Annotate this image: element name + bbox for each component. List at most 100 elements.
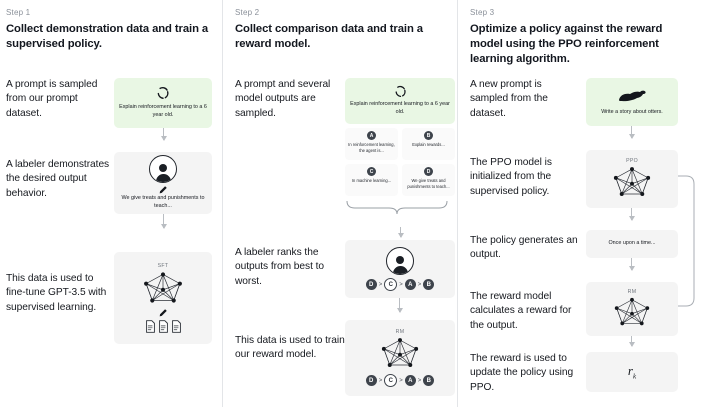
step-2-label: Step 2 <box>235 8 260 17</box>
ranking-row: D > C > A > B <box>365 278 435 291</box>
flow-arrow <box>628 336 635 347</box>
rank-separator: > <box>378 281 383 288</box>
rank-badge: C <box>384 278 398 291</box>
reward-model-card[interactable]: RM <box>586 282 678 336</box>
option-letter-badge: A <box>367 131 376 140</box>
step-3-title: Optimize a policy against the reward mod… <box>470 23 663 65</box>
prompt-card-text: Write a story about otters. <box>601 108 663 115</box>
neural-network-icon <box>381 338 419 367</box>
option-letter-badge: C <box>367 167 376 176</box>
recycle-arrows-icon <box>395 86 406 98</box>
option-text: In reinforcement learning, the agent is.… <box>348 142 395 153</box>
formula-base: r <box>627 363 633 379</box>
neural-network-icon <box>613 167 651 196</box>
reward-value-card[interactable]: rk <box>586 352 678 392</box>
rank-separator: > <box>378 377 383 384</box>
step-3-caption-5: The reward is used to update the policy … <box>470 353 574 393</box>
labeler-person-icon <box>386 247 414 275</box>
flow-arrow <box>396 298 403 313</box>
option-text: We give treats and punishments to teach.… <box>407 178 450 189</box>
step-2-caption-1: A prompt and several model outputs are s… <box>235 79 331 119</box>
rank-separator: > <box>417 377 422 384</box>
step-3-row-2: The PPO model is initialized from the su… <box>470 150 718 222</box>
pencil-icon <box>159 186 167 194</box>
rm-tag: RM <box>627 289 637 295</box>
option-text: Explain rewards... <box>412 142 445 147</box>
labeler-demo-text: We give treats and punishments to teach.… <box>121 195 205 209</box>
flow-arrow <box>160 128 167 141</box>
reward-model-card[interactable]: RM D > C > <box>345 320 455 396</box>
rm-tag: RM <box>395 329 405 335</box>
step-2-row-2-options: A In reinforcement learning, the agent i… <box>345 128 455 238</box>
flow-arrow <box>628 208 635 221</box>
documents-icon-group <box>145 320 182 333</box>
step-3-column: Step 3 Optimize a policy against the rew… <box>457 0 720 407</box>
flow-arrow <box>160 214 167 229</box>
rank-separator: > <box>399 281 403 288</box>
neural-network-icon <box>614 297 650 326</box>
step-3-caption-4: The reward model calculates a reward for… <box>470 291 572 331</box>
model-output-option[interactable]: D We give treats and punishments to teac… <box>402 164 455 196</box>
step-3-caption-1: A new prompt is sampled from the dataset… <box>470 79 548 119</box>
step-1-caption-1: A prompt is sampled from our prompt data… <box>6 79 98 119</box>
step-3-caption-2: The PPO model is initialized from the su… <box>470 157 552 197</box>
option-letter-badge: B <box>424 131 433 140</box>
rank-badge: B <box>423 375 435 386</box>
rank-badge: C <box>384 374 398 387</box>
labeler-demo-card[interactable]: We give treats and punishments to teach.… <box>114 152 212 214</box>
sft-tag: SFT <box>157 263 169 269</box>
step-3-row-1: A new prompt is sampled from the dataset… <box>470 78 718 139</box>
document-icon <box>171 320 181 333</box>
rank-badge: D <box>365 375 377 386</box>
flow-arrow <box>628 258 635 271</box>
step-2-title: Collect comparison data and train a rewa… <box>235 23 423 50</box>
ppo-model-card[interactable]: PPO <box>586 150 678 208</box>
step-1-label: Step 1 <box>6 8 31 17</box>
policy-output-text: Once upon a time... <box>608 240 656 247</box>
labeler-person-icon <box>149 155 177 184</box>
prompt-card-text: Explain reinforcement learning to a 6 ye… <box>350 101 450 115</box>
policy-output-card[interactable]: Once upon a time... <box>586 230 678 258</box>
step-1-column: Step 1 Collect demonstration data and tr… <box>0 0 222 407</box>
step-1-row-2: A labeler demonstrates the desired outpu… <box>6 152 222 229</box>
step-1-row-3: This data is used to fine-tune GPT-3.5 w… <box>6 252 222 352</box>
prompt-card-green[interactable]: Explain reinforcement learning to a 6 ye… <box>345 78 455 124</box>
rank-badge: D <box>365 279 377 290</box>
document-icon <box>158 320 168 333</box>
prompt-card-green[interactable]: Explain reinforcement learning to a 6 ye… <box>114 78 212 128</box>
prompt-card-text: Explain reinforcement learning to a 6 ye… <box>119 104 207 118</box>
rank-separator: > <box>417 281 422 288</box>
sft-model-card[interactable]: SFT <box>114 252 212 344</box>
step-3-caption-3: The policy generates an output. <box>470 235 578 261</box>
step-1-caption-3: This data is used to fine-tune GPT-3.5 w… <box>6 273 107 313</box>
step-2-row-4: This data is used to train our reward mo… <box>235 320 455 400</box>
ppo-tag: PPO <box>626 158 638 164</box>
step-3-label: Step 3 <box>470 8 495 17</box>
rank-separator: > <box>399 377 403 384</box>
prompt-card-green[interactable]: Write a story about otters. <box>586 78 678 126</box>
recycle-arrows-icon <box>157 87 169 100</box>
step-1-row-1: A prompt is sampled from our prompt data… <box>6 78 222 141</box>
rank-badge: B <box>423 279 435 290</box>
rank-badge: A <box>404 279 416 290</box>
neural-network-icon <box>144 272 182 303</box>
step-2-column: Step 2 Collect comparison data and train… <box>222 0 457 407</box>
reward-formula-icon: rk <box>628 363 636 381</box>
model-output-option[interactable]: C In machine learning... <box>345 164 398 196</box>
model-output-option[interactable]: B Explain rewards... <box>402 128 455 160</box>
step-2-caption-4: This data is used to train our reward mo… <box>235 335 345 361</box>
step-2-row-3: A labeler ranks the outputs from best to… <box>235 240 455 313</box>
formula-subscript: k <box>632 372 637 381</box>
model-output-option[interactable]: A In reinforcement learning, the agent i… <box>345 128 398 160</box>
step-3-row-5: The reward is used to update the policy … <box>470 352 718 400</box>
step-3-row-3: The policy generates an output. Once upo… <box>470 230 718 280</box>
labeler-ranking-card[interactable]: D > C > A > B <box>345 240 455 298</box>
step-2-row-1: A prompt and several model outputs are s… <box>235 78 455 136</box>
rank-badge: A <box>404 375 416 386</box>
otter-icon <box>619 90 646 101</box>
option-letter-badge: D <box>424 167 433 176</box>
document-icon <box>145 320 155 333</box>
step-1-caption-2: A labeler demonstrates the desired outpu… <box>6 159 110 199</box>
option-text: In machine learning... <box>351 178 392 183</box>
flow-arrow <box>397 227 404 238</box>
